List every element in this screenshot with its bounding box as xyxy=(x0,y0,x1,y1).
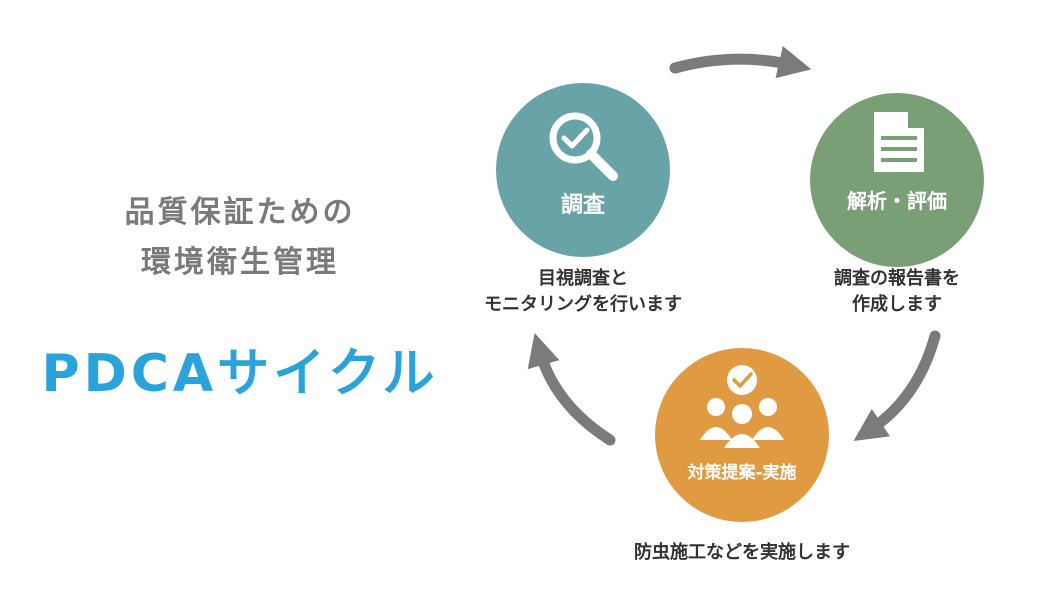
subtitle-line-1: 品質保証ための xyxy=(124,195,356,230)
node-analysis-label: 解析・評価 xyxy=(847,189,947,213)
document-icon xyxy=(874,112,924,172)
node-survey-caption-line-2: モニタリングを行います xyxy=(484,293,682,315)
arrow-analysis-to-action xyxy=(853,330,941,441)
arrow-action-to-survey xyxy=(527,332,616,446)
team-check-icon xyxy=(700,365,784,448)
magnifier-check-icon xyxy=(549,112,618,181)
node-action-label: 対策提案-実施 xyxy=(686,462,796,483)
main-title: PDCAサイクル xyxy=(41,344,439,404)
node-survey-circle xyxy=(496,83,670,257)
node-analysis: 解析・評価 xyxy=(810,93,984,267)
node-analysis-circle xyxy=(810,93,984,267)
subtitle-line-2: 環境衛生管理 xyxy=(141,245,339,280)
node-action: 対策提案-実施 xyxy=(655,348,829,522)
node-survey-label: 調査 xyxy=(561,192,606,218)
arrow-survey-to-analysis xyxy=(669,45,812,79)
heading-block: 品質保証ための 環境衛生管理 PDCAサイクル xyxy=(40,188,440,404)
node-survey-caption-line-1: 目視調査と xyxy=(538,267,628,289)
node-analysis-caption-line-2: 作成します xyxy=(852,293,942,315)
node-analysis-caption-line-1: 調査の報告書を xyxy=(834,267,960,289)
node-survey: 調査 xyxy=(496,83,670,257)
node-action-caption: 防虫施工などを実施します xyxy=(634,541,850,563)
